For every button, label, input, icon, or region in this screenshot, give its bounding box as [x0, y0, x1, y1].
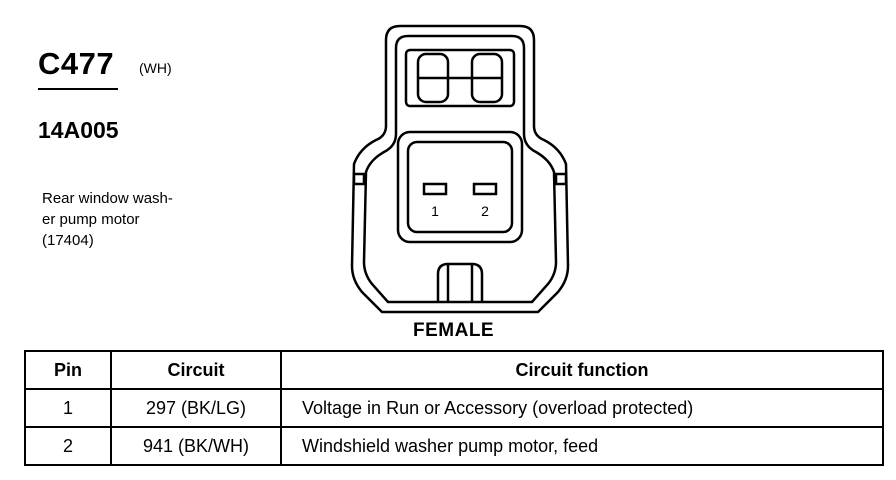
table-header-row: Pin Circuit Circuit function [24, 350, 884, 390]
column-header-circuit: Circuit [110, 350, 282, 390]
connector-gender-label: FEMALE [413, 320, 495, 341]
circuit-cell: 297 (BK/LG) [110, 388, 282, 428]
pin-table: Pin Circuit Circuit function 1 297 (BK/L… [24, 350, 884, 466]
connector-id-underline [38, 88, 118, 90]
pin-cell: 1 [24, 388, 112, 428]
description-line: (17404) [42, 232, 94, 249]
circuit-function-cell: Voltage in Run or Accessory (overload pr… [280, 388, 884, 428]
pin-number-2: 2 [481, 203, 489, 219]
component-description: Rear window wash- er pump motor (17404) [42, 188, 173, 251]
connector-housing-inner [362, 34, 558, 304]
table-row: 1 297 (BK/LG) Voltage in Run or Accessor… [24, 388, 884, 428]
pin-number-1: 1 [431, 203, 439, 219]
terminal-cavity-inner [406, 140, 514, 234]
side-rib [554, 172, 568, 186]
connector-color-code: (WH) [139, 60, 172, 76]
connector-housing-outer [350, 24, 570, 314]
latch-frame [404, 48, 516, 108]
terminal-cavity-outer [396, 130, 524, 244]
part-number: 14A005 [38, 117, 119, 143]
connector-face-diagram: 1 2 [350, 24, 570, 314]
pin-slot-2 [472, 182, 498, 196]
table-row: 2 941 (BK/WH) Windshield washer pump mot… [24, 426, 884, 466]
column-header-circuit-function: Circuit function [280, 350, 884, 390]
pin-slot-1 [422, 182, 448, 196]
column-header-pin: Pin [24, 350, 112, 390]
connector-id: C477 [38, 46, 115, 81]
description-line: Rear window wash- [42, 190, 173, 207]
pin-cell: 2 [24, 426, 112, 466]
circuit-cell: 941 (BK/WH) [110, 426, 282, 466]
circuit-function-cell: Windshield washer pump motor, feed [280, 426, 884, 466]
description-line: er pump motor [42, 211, 140, 228]
side-rib [352, 172, 366, 186]
keyway-notch [436, 262, 484, 302]
